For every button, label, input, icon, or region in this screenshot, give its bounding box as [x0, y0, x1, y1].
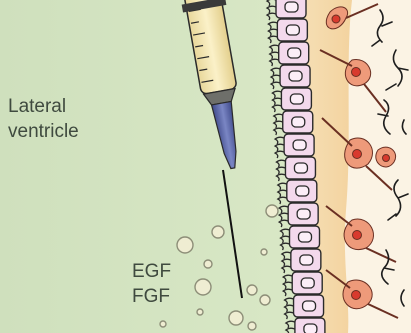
ependymal-cell — [285, 157, 315, 179]
growth-factor-bead-icon — [177, 237, 193, 253]
egf-label: EGF — [132, 260, 171, 284]
ependymal-cell — [276, 0, 306, 18]
ependymal-cell — [281, 88, 311, 110]
fgf-label: FGF — [132, 285, 170, 309]
ependymal-cell — [295, 318, 325, 333]
ependymal-cell — [291, 249, 321, 271]
ependymal-cell — [292, 272, 322, 294]
ependymal-cell — [283, 111, 313, 133]
growth-factor-bead-icon — [266, 205, 278, 217]
ependymal-cell — [288, 203, 318, 225]
growth-factor-bead-icon — [197, 309, 203, 315]
growth-factor-bead-icon — [160, 321, 166, 327]
ependymal-cell — [280, 65, 310, 87]
growth-factor-bead-icon — [247, 285, 257, 295]
ependymal-cell — [284, 134, 314, 156]
ependymal-cell — [294, 295, 324, 317]
growth-factor-bead-icon — [195, 279, 211, 295]
growth-factor-bead-icon — [204, 260, 212, 268]
growth-factor-bead-icon — [212, 226, 224, 238]
growth-factor-bead-icon — [248, 322, 256, 330]
ependymal-cell — [287, 180, 317, 202]
lateral-ventricle-label-line1: Lateral — [8, 95, 66, 119]
growth-factor-bead-icon — [260, 295, 270, 305]
growth-factor-bead-icon — [261, 249, 267, 255]
ependymal-cell — [277, 19, 307, 41]
ependymal-cell — [290, 226, 320, 248]
ependymal-cell — [279, 42, 309, 64]
growth-factor-bead-icon — [229, 311, 243, 325]
neuron-cell — [376, 147, 396, 167]
lateral-ventricle-label-line2: ventricle — [8, 120, 79, 144]
